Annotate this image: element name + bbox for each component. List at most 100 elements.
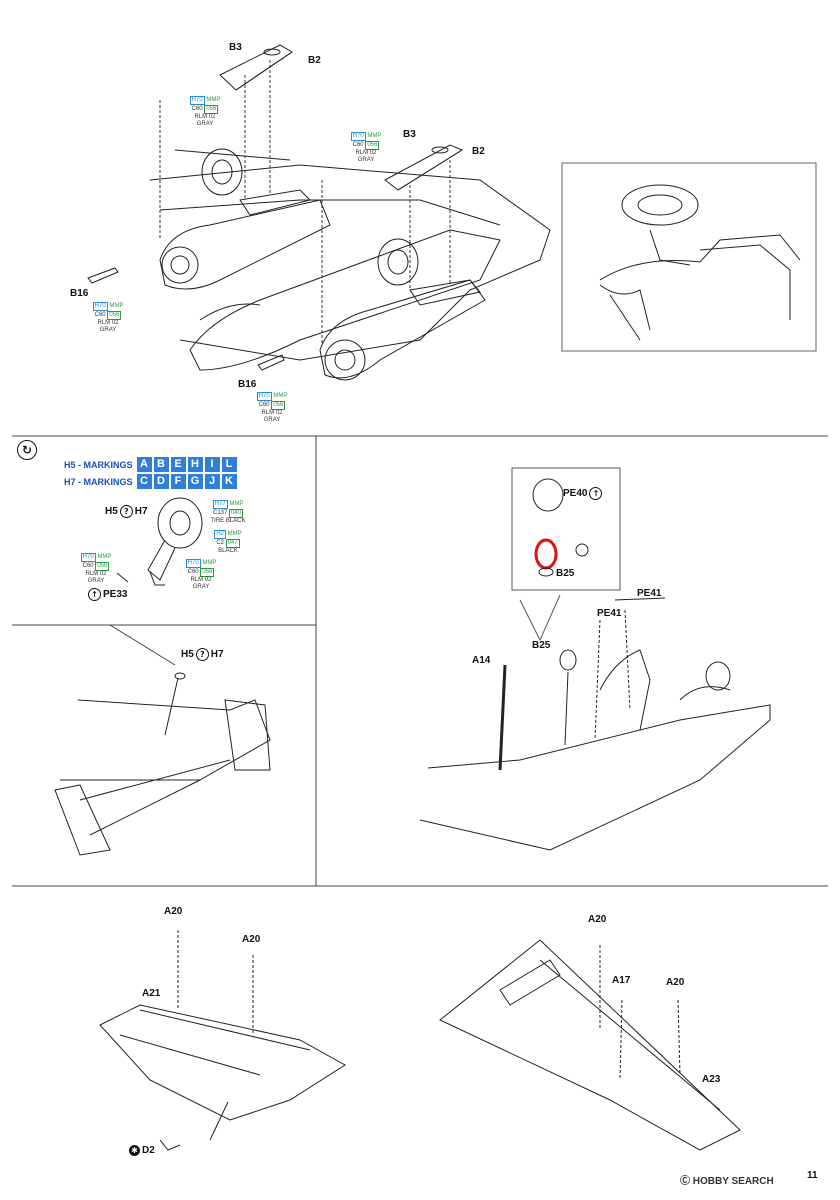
choice-icon: ? xyxy=(119,505,133,518)
part-label-a20: A20 xyxy=(588,914,607,925)
paint-name: GRAY xyxy=(263,417,281,423)
paint-callout: H70 MMP C60 056 RLM 02 GRAY xyxy=(76,553,116,585)
marking-box: D xyxy=(153,474,169,489)
wing-right-lower xyxy=(439,939,741,1151)
wing-left-lower xyxy=(99,930,346,1151)
marking-box: A xyxy=(136,457,152,472)
part-label-b2: B2 xyxy=(472,146,485,157)
part-label-b3: B3 xyxy=(229,42,242,53)
paint-name: GRAY xyxy=(99,327,117,333)
part-label-pe40-text: PE40 xyxy=(563,488,588,500)
paint-brand-mmp: MMP xyxy=(227,531,242,537)
marking-box: J xyxy=(204,474,220,489)
part-label-a23: A23 xyxy=(702,1074,721,1085)
paint-name: GRAY xyxy=(357,157,375,163)
paint-callout: H70 MMP C60 056 RLM 02 GRAY xyxy=(88,302,128,334)
paint-code-mmp: 056 xyxy=(365,141,380,150)
paint-code-hobby: H70 xyxy=(350,132,366,141)
paint-code-mmp: 056 xyxy=(204,105,219,114)
part-label-pe41: PE41 xyxy=(637,588,662,599)
part-choice-label: H5?H7 xyxy=(105,505,148,518)
paint-code-hobby: H70 xyxy=(189,96,205,105)
part-label-pe33-text: PE33 xyxy=(103,589,128,601)
paint-code-mmp: 056 xyxy=(200,568,215,577)
pe40-ring-detail xyxy=(532,478,589,577)
paint-brand-mmp: MMP xyxy=(206,97,221,103)
paint-code-c: C60 xyxy=(187,569,199,575)
markings-title: MARKINGS xyxy=(83,476,133,487)
part-label-pe40: PE40↑ xyxy=(563,487,604,500)
part-label-b25: B25 xyxy=(532,640,551,651)
part-label-b16: B16 xyxy=(238,379,257,390)
paint-name: TIRE BLACK xyxy=(210,518,246,524)
remove-icon: ✱ xyxy=(129,1145,140,1156)
part-label-h5: H5 xyxy=(181,649,194,661)
part-label-pe33: ↑PE33 xyxy=(86,588,127,601)
photo-etch-icon: ↑ xyxy=(88,588,101,601)
paint-name: GRAY xyxy=(87,578,105,584)
paint-brand-mmp: MMP xyxy=(109,303,124,309)
markings-part-code: H7 xyxy=(64,476,76,487)
marking-box: I xyxy=(204,457,220,472)
part-label-d2-text: D2 xyxy=(142,1145,155,1157)
paint-callout: H70 MMP C60 056 RLM 02 GRAY xyxy=(252,392,292,424)
paint-code-mmp: 040 xyxy=(229,509,244,518)
paint-code-hobby: H2 xyxy=(214,530,226,539)
paint-code-mmp: 056 xyxy=(95,562,110,571)
paint-name: GRAY xyxy=(196,121,214,127)
paint-code-mmp: 056 xyxy=(271,401,286,410)
paint-code-mmp: 056 xyxy=(107,311,122,320)
wheel-strut-assembly xyxy=(116,497,203,586)
part-choice-label: H5?H7 xyxy=(181,648,224,661)
part-label-b25: B25 xyxy=(556,568,575,579)
marking-box: C xyxy=(136,474,152,489)
part-label-h7: H7 xyxy=(134,506,148,518)
marking-box: L xyxy=(221,457,237,472)
paint-brand-mmp: MMP xyxy=(229,501,244,507)
page-number: 11 xyxy=(807,1170,818,1181)
part-label-b3: B3 xyxy=(403,129,416,140)
part-label-pe41: PE41 xyxy=(597,608,622,619)
marking-box: H xyxy=(187,457,203,472)
paint-code-c: C2 xyxy=(216,540,224,546)
markings-row-h5: H5 - MARKINGS A B E H I L xyxy=(64,457,239,472)
part-label-a14: A14 xyxy=(472,655,491,666)
paint-name: RLM 02 xyxy=(355,150,377,156)
paint-name: RLM 02 xyxy=(97,320,119,326)
markings-title: MARKINGS xyxy=(83,459,133,470)
paint-callout: H70 MMP C60 056 RLM 02 GRAY xyxy=(346,132,386,164)
paint-code-c: C60 xyxy=(94,312,106,318)
paint-callout: H77 MMP C137 040 TIRE BLACK xyxy=(205,500,251,525)
part-label-b2: B2 xyxy=(308,55,321,66)
part-label-a17: A17 xyxy=(612,975,631,986)
watermark: Ⓒ HOBBY SEARCH xyxy=(680,1176,774,1187)
paint-code-hobby: H77 xyxy=(212,500,228,509)
paint-brand-mmp: MMP xyxy=(97,554,112,560)
choice-icon: ? xyxy=(195,648,209,661)
paint-code-c: C60 xyxy=(82,563,94,569)
paint-callout: H2 MMP C2 047 BLACK xyxy=(208,530,248,555)
photo-etch-icon: ↑ xyxy=(589,487,603,500)
paint-brand-mmp: MMP xyxy=(202,560,217,566)
markings-row-h7: H7 - MARKINGS C D F G J K xyxy=(64,474,239,489)
part-label-h5: H5 xyxy=(105,506,118,518)
marking-box: E xyxy=(170,457,186,472)
optional-step-icon: ↻ xyxy=(17,440,37,460)
paint-name: RLM 02 xyxy=(194,114,216,120)
markings-part: H7 - MARKINGS xyxy=(64,476,133,487)
part-label-h7: H7 xyxy=(210,649,224,661)
paint-brand-mmp: MMP xyxy=(367,133,382,139)
part-label-a20: A20 xyxy=(164,906,183,917)
paint-code-c: C60 xyxy=(258,402,270,408)
part-label-a20: A20 xyxy=(666,977,685,988)
paint-code-c: C137 xyxy=(212,510,228,516)
part-label-a20: A20 xyxy=(242,934,261,945)
part-label-a21: A21 xyxy=(142,988,161,999)
paint-brand-mmp: MMP xyxy=(273,393,288,399)
paint-code-hobby: H70 xyxy=(80,553,96,562)
marking-box: G xyxy=(187,474,203,489)
detail-inset-gear xyxy=(599,184,801,341)
paint-code-hobby: H70 xyxy=(256,392,272,401)
